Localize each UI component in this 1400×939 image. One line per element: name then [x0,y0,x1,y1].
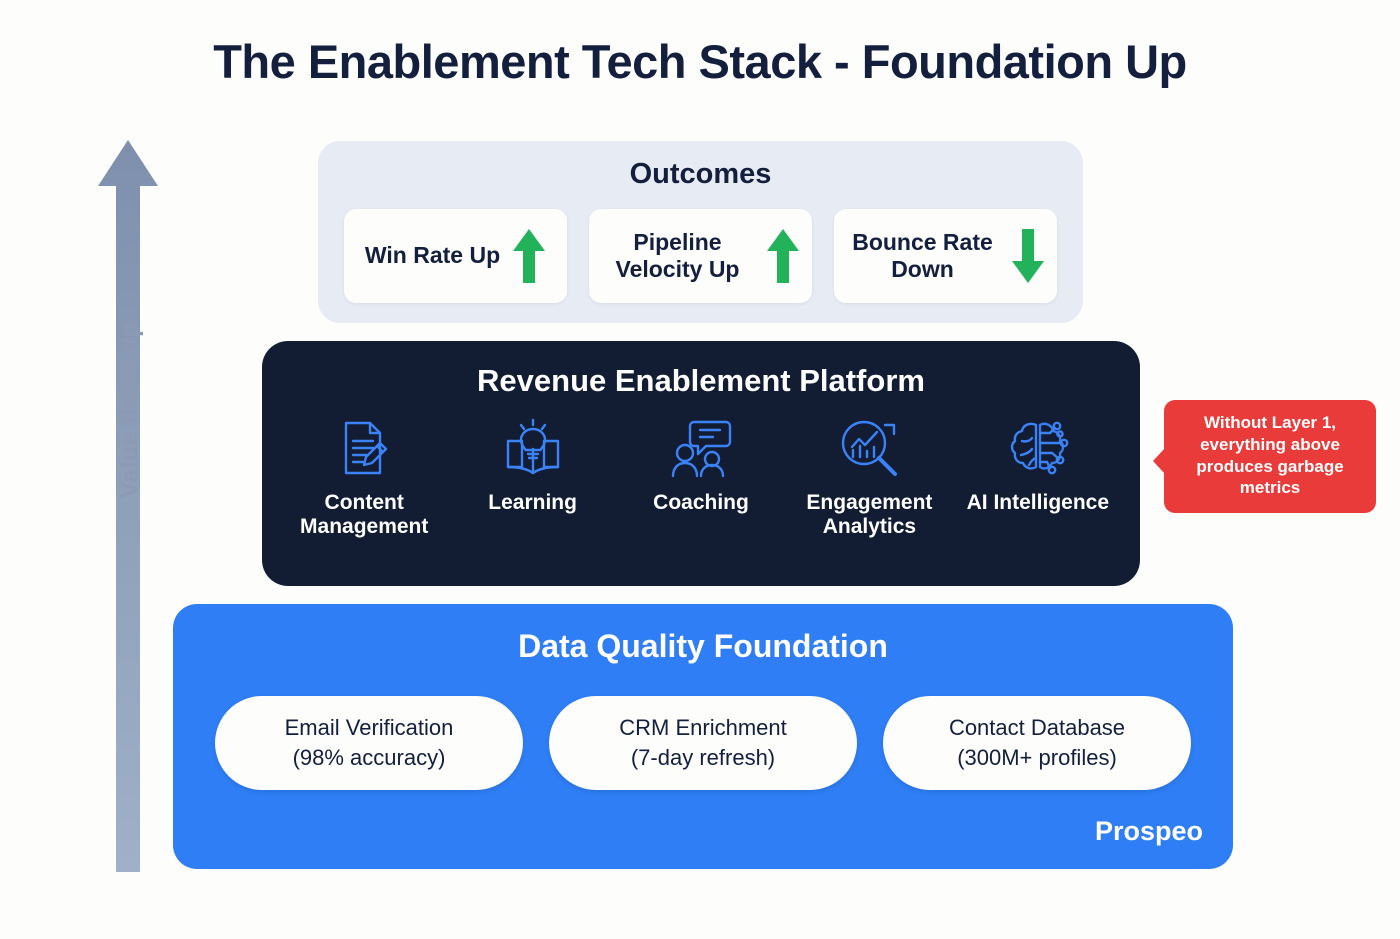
value-flow-arrow: Value flows up [96,138,160,874]
arrow-up-icon [767,229,799,283]
people-speech-bubble-icon [671,420,732,478]
platform-icon-slot [838,417,900,479]
platform-item-label: AI Intelligence [966,491,1110,514]
platform-item-coaching[interactable]: Coaching [617,417,785,538]
book-lightbulb-icon [506,418,559,475]
platform-icon-slot [333,417,395,479]
outcome-card-bounce-rate[interactable]: Bounce Rate Down [834,209,1057,303]
platform-item-content-management[interactable]: Content Management [280,417,448,538]
outcome-card-win-rate[interactable]: Win Rate Up [344,209,567,303]
foundation-pill-crm-enrichment[interactable]: CRM Enrichment (7-day refresh) [549,696,857,790]
platform-icon-slot [670,417,732,479]
platform-item-label: Learning [488,491,577,514]
platform-icon-slot [1007,417,1069,479]
value-flow-label: Value flows up [116,321,144,498]
platform-item-label: Content Management [300,491,429,538]
outcome-card-pipeline-velocity[interactable]: Pipeline Velocity Up [589,209,812,303]
foundation-pill-list: Email Verification (98% accuracy) CRM En… [215,696,1191,790]
outcomes-title: Outcomes [629,158,772,190]
pill-primary-text: Email Verification [284,715,454,741]
arrow-up-icon [98,140,158,872]
document-pencil-icon [345,421,388,475]
outcomes-card-list: Win Rate Up Pipeline Velocity Up Bounce … [344,209,1057,303]
pill-primary-text: CRM Enrichment [619,715,787,741]
pill-primary-text: Contact Database [948,715,1126,741]
data-quality-foundation-panel: Data Quality Foundation Email Verificati… [173,604,1233,869]
foundation-pill-contact-database[interactable]: Contact Database (300M+ profiles) [883,696,1191,790]
platform-icon-slot [502,417,564,479]
arrow-down-icon [1012,229,1044,283]
platform-item-label: Coaching [653,491,749,514]
platform-item-ai-intelligence[interactable]: AI Intelligence [954,417,1122,538]
pill-secondary-text: (98% accuracy) [292,745,446,770]
warning-callout: Without Layer 1, everything above produc… [1153,400,1376,513]
outcomes-panel: Outcomes Win Rate Up Pipeline Velocity U… [318,141,1083,323]
platform-title: Revenue Enablement Platform [477,363,925,398]
foundation-title: Data Quality Foundation [518,628,888,664]
revenue-enablement-platform-panel: Revenue Enablement Platform Content Mana… [262,341,1140,586]
page-title: The Enablement Tech Stack - Foundation U… [213,35,1187,88]
callout-tail-icon [1153,448,1165,474]
platform-item-list: Content Management Learning [280,417,1122,538]
platform-item-label: Engagement Analytics [806,491,933,538]
brand-label: Prospeo [1094,816,1203,846]
outcome-label: Bounce Rate Down [852,228,993,282]
brain-circuit-icon [1010,421,1069,475]
magnifier-chart-icon [842,420,898,476]
outcome-label: Win Rate Up [364,242,501,269]
outcome-label: Pipeline Velocity Up [615,228,740,282]
pill-secondary-text: (300M+ profiles) [957,745,1117,770]
arrow-up-icon [513,229,546,283]
foundation-pill-email-verification[interactable]: Email Verification (98% accuracy) [215,696,523,790]
platform-item-learning[interactable]: Learning [448,417,616,538]
pill-secondary-text: (7-day refresh) [630,745,776,770]
callout-text: Without Layer 1, everything above produc… [1196,413,1344,498]
platform-item-engagement-analytics[interactable]: Engagement Analytics [785,417,953,538]
